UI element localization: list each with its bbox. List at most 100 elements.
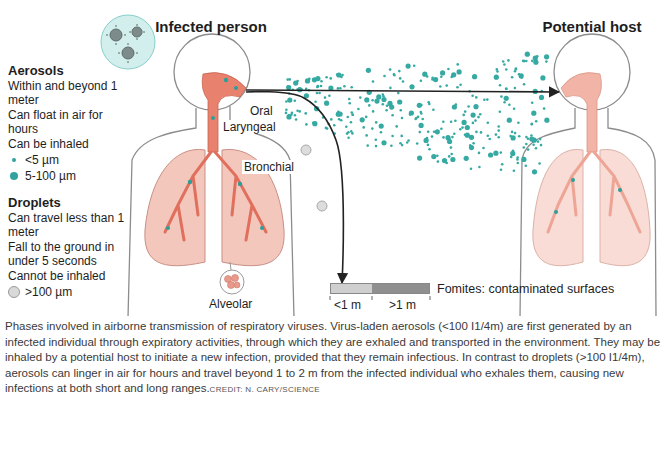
aerosol-particle: [519, 73, 524, 78]
aerosol-particle: [365, 134, 368, 137]
aerosol-particle: [531, 60, 534, 63]
aerosol-particle: [420, 111, 423, 114]
aerosol-particle: [406, 64, 411, 69]
aerosol-particle: [317, 85, 320, 88]
aerosol-particle: [538, 162, 541, 165]
host-airway: [548, 152, 590, 232]
aerosol-particle: [350, 86, 353, 89]
aerosol-particle: [286, 85, 291, 90]
aerosol-particle: [391, 135, 394, 138]
aerosol-particle: [432, 108, 435, 111]
aerosol-particle: [480, 131, 483, 134]
part-label: Laryngeal: [221, 120, 278, 134]
aerosol-particle: [389, 68, 392, 71]
alveolus-inset: [232, 275, 239, 282]
aerosol-particle: [390, 145, 393, 148]
droplets: [301, 145, 311, 155]
legend-row: <5 µm: [8, 153, 128, 167]
aerosol-particle: [539, 95, 544, 100]
legend-swatch: [12, 158, 16, 162]
aerosol-particle: [375, 139, 378, 142]
aerosol-particle: [448, 155, 451, 158]
aerosol-particle: [305, 123, 308, 126]
illustration-group: [101, 15, 656, 316]
aerosol-particle: [473, 104, 478, 109]
virus-inset: [106, 24, 145, 63]
virus-inset: [132, 27, 142, 37]
legend-text: >100 µm: [25, 285, 72, 299]
aerosol-particle: [372, 110, 375, 113]
aerosol-particle: [505, 68, 508, 71]
aerosol-particle: [451, 72, 456, 77]
aerosol-particle: [393, 74, 396, 77]
aerosol-particle: [320, 85, 323, 88]
aerosol-particle: [488, 152, 493, 157]
host-head: Potential host: [559, 36, 625, 108]
infected-person-outline: [128, 34, 294, 316]
aerosol-particle: [499, 111, 502, 114]
aerosol-particle: [296, 80, 299, 83]
aerosol-particle: [398, 70, 401, 73]
aerosol-cloud: [285, 52, 550, 175]
aerosol-particle: [380, 131, 383, 134]
aerosol-particle: [419, 123, 424, 128]
aerosol-particle: [531, 111, 536, 116]
aerosol-particle: [501, 163, 504, 166]
aerosol-particle: [393, 73, 396, 76]
caption-block: Phases involved in airborne transmission…: [5, 319, 666, 398]
aerosol-particle: [467, 105, 470, 108]
alveolus-inset: [230, 262, 231, 270]
aerosol-particle: [314, 101, 317, 104]
aerosol-particle: [440, 70, 445, 75]
aerosol-particle: [543, 107, 546, 110]
aerosol-particle: [456, 86, 459, 89]
aerosol-particle: [530, 134, 533, 137]
aerosol-particle: [464, 134, 467, 137]
infected-airway: [260, 226, 264, 230]
aerosol-particle: [518, 135, 521, 138]
part-label: Alveolar: [209, 297, 252, 311]
aerosol-particle: [487, 122, 490, 125]
aerosol-particle: [477, 116, 480, 119]
aerosol-particle: [421, 118, 424, 121]
key-text: Cannot be inhaled: [8, 269, 128, 283]
aerosol-particle: [513, 169, 516, 172]
aerosol-particle: [464, 156, 469, 161]
infected-airway: [202, 73, 246, 152]
aerosol-particle: [462, 120, 467, 125]
aerosol-particle: [504, 96, 509, 101]
fomite-surface: Fomites: contaminated surfaces: [330, 283, 430, 294]
aerosol-particle: [459, 83, 462, 86]
aerosol-particle: [294, 114, 297, 117]
aerosol-particle: [417, 156, 422, 161]
host-airway: [548, 73, 640, 232]
aerosol-particle: [450, 146, 453, 149]
aerosol-particle: [495, 133, 498, 136]
aerosol-particle: [365, 116, 368, 119]
aerosol-particle: [368, 104, 371, 107]
aerosol-particle: [451, 136, 454, 139]
aerosol-particle: [383, 75, 386, 78]
node-heading: Infected person: [155, 18, 267, 35]
aerosol-particle: [320, 80, 323, 83]
aerosol-particle: [435, 129, 440, 134]
aerosol-particle: [386, 105, 389, 108]
aerosol-particle: [478, 166, 481, 169]
aerosol-particle: [324, 96, 327, 99]
aerosol-particle: [362, 126, 365, 129]
infected-airway: [238, 182, 242, 186]
infected-airway: [165, 152, 211, 240]
aerosol-particle: [453, 132, 456, 135]
aerosol-particle: [351, 113, 354, 116]
key-text: Fall to the ground in under 5 seconds: [8, 240, 128, 268]
aerosol-particle: [294, 99, 297, 102]
host-airway: [571, 178, 575, 182]
aerosol-particle: [544, 54, 549, 59]
infected-airway: [234, 86, 238, 90]
aerosol-particle: [531, 123, 534, 126]
aerosol-particle: [469, 145, 474, 150]
aerosol-particle: [525, 136, 528, 139]
aerosol-particle: [288, 114, 291, 117]
aerosol-particle: [503, 63, 506, 66]
aerosol-particle: [347, 131, 350, 134]
